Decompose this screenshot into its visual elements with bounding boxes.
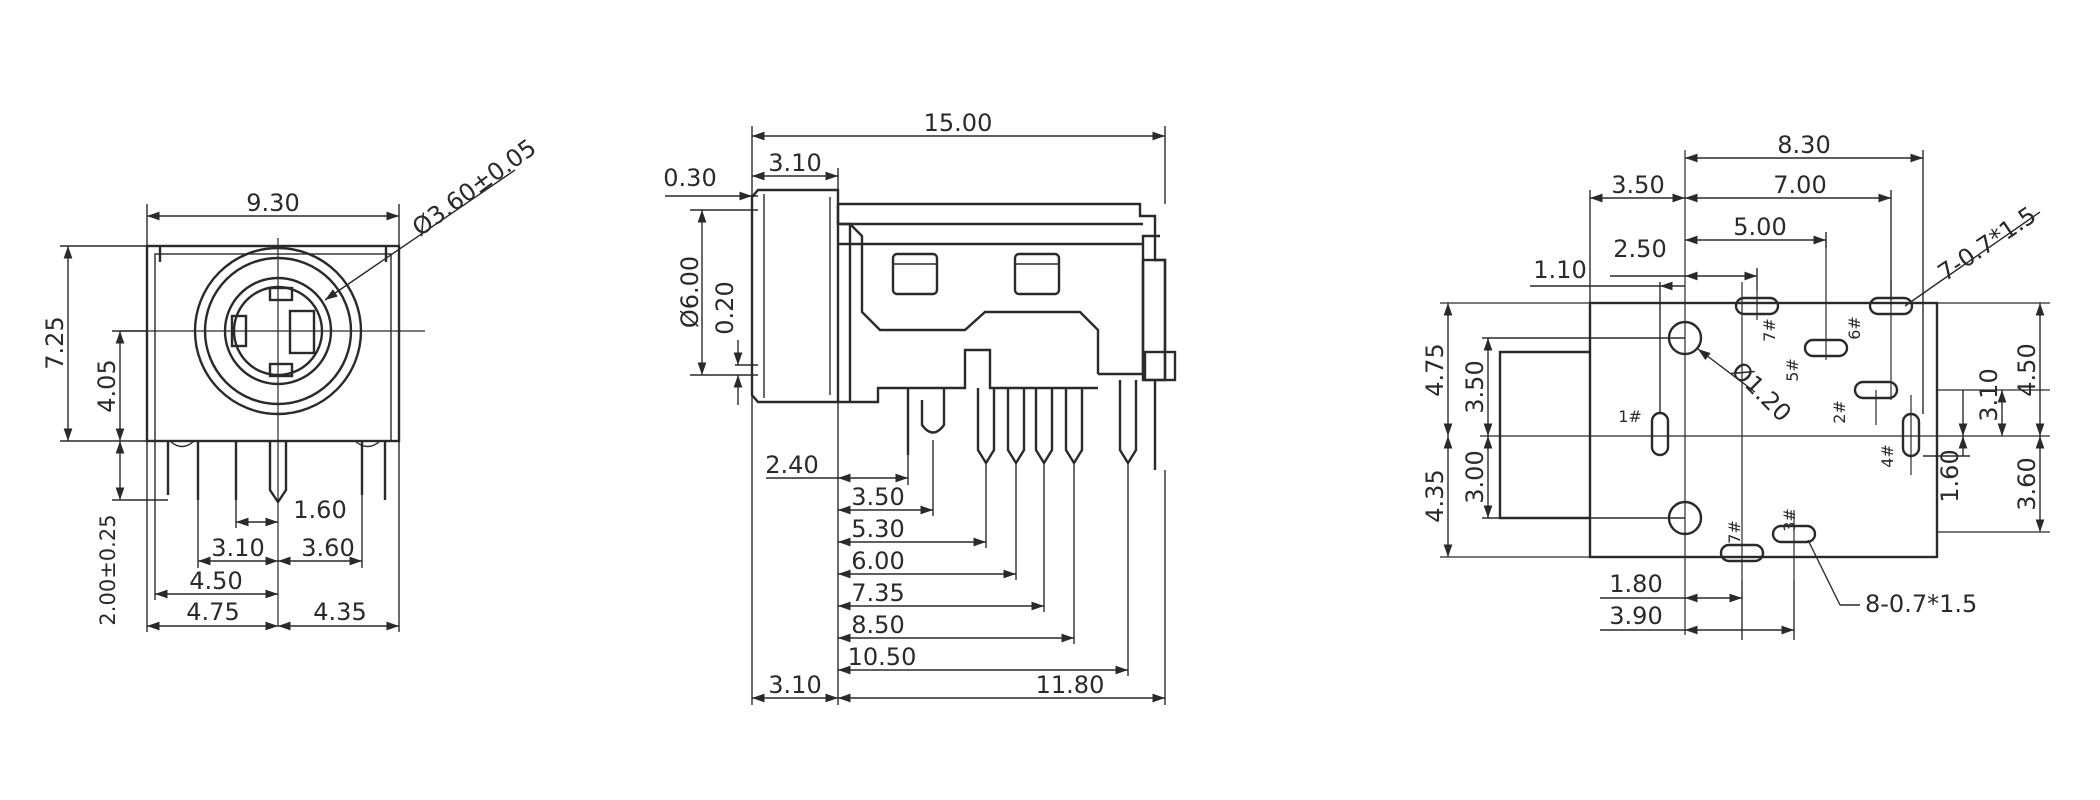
side-dia-600: Ø6.00 xyxy=(676,256,704,328)
pcb-dim-830: 8.30 xyxy=(1777,131,1830,159)
pcb-left-475: 4.75 xyxy=(1421,343,1449,396)
front-dim-450: 4.50 xyxy=(189,567,242,595)
side-barrel xyxy=(750,188,840,404)
pcb-outline xyxy=(1588,301,1939,559)
front-dim-360: 3.60 xyxy=(301,534,354,562)
slot-pin-1 xyxy=(1650,411,1670,457)
pin-label-1: 1# xyxy=(1618,407,1642,426)
front-hole-diameter-label: Ø3.60±0.05 xyxy=(407,133,541,241)
side-dim-600: 6.00 xyxy=(851,547,904,575)
front-pin-length-label: 2.00±0.25 xyxy=(96,514,120,625)
side-dim-310-top: 3.10 xyxy=(768,149,821,177)
pin-label-7b: 7# xyxy=(1725,520,1744,544)
pin-label-5: 5# xyxy=(1783,358,1802,382)
side-pins xyxy=(906,380,1157,470)
side-dim-530: 5.30 xyxy=(851,515,904,543)
front-height-label: 7.25 xyxy=(41,316,69,369)
pcb-left-435: 4.35 xyxy=(1421,469,1449,522)
pin-label-3: 3# xyxy=(1780,508,1799,532)
pcb-dim-500: 5.00 xyxy=(1733,213,1786,241)
side-dim-310-bottom: 3.10 xyxy=(768,671,821,699)
pcb-dim-180: 1.80 xyxy=(1609,570,1662,598)
side-dim-350: 3.50 xyxy=(851,483,904,511)
pin-label-7a: 7# xyxy=(1760,318,1779,342)
side-window-right xyxy=(1013,252,1061,296)
pcb-left-300: 3.00 xyxy=(1461,450,1489,503)
front-pins xyxy=(166,440,387,505)
pin-label-4: 4# xyxy=(1878,444,1897,468)
front-body-inner xyxy=(154,253,392,442)
side-dim-1180: 11.80 xyxy=(1036,671,1105,699)
pcb-layout-view: 1# 2# 3# 4# 5# 6# 7# 7# 8.30 3.50 7.00 5… xyxy=(1421,131,2050,640)
side-dim-850: 8.50 xyxy=(851,611,904,639)
pcb-dim-700: 7.00 xyxy=(1773,171,1826,199)
pcb-dim-350-top: 3.50 xyxy=(1611,171,1664,199)
front-dim-160: 1.60 xyxy=(293,496,346,524)
side-dim-240: 2.40 xyxy=(765,451,818,479)
front-center-height-label: 4.05 xyxy=(93,359,121,412)
front-dim-310: 3.10 xyxy=(211,534,264,562)
pcb-right-310: 3.10 xyxy=(1975,368,2003,421)
side-dim-030: 0.30 xyxy=(663,164,716,192)
pcb-left-350: 3.50 xyxy=(1461,360,1489,413)
front-dim-475: 4.75 xyxy=(186,598,239,626)
front-dim-435: 4.35 xyxy=(313,598,366,626)
pcb-right-360: 3.60 xyxy=(2013,457,2041,510)
side-length-label: 15.00 xyxy=(924,109,993,137)
inner-contact-right xyxy=(288,309,316,355)
pcb-slot-note-bottom: 8-0.7*1.5 xyxy=(1865,590,1977,618)
side-housing xyxy=(838,202,1167,380)
side-view: 15.00 3.10 0.30 Ø6.00 0.20 2.40 3.50 5.3… xyxy=(663,109,1177,705)
pcb-right-450: 4.50 xyxy=(2013,343,2041,396)
pcb-dim-110: 1.10 xyxy=(1533,256,1586,284)
pin-label-2: 2# xyxy=(1830,400,1849,424)
front-width-label: 9.30 xyxy=(246,189,299,217)
pcb-dim-250: 2.50 xyxy=(1613,235,1666,263)
side-dim-1050: 10.50 xyxy=(848,643,917,671)
pcb-slot-note-top: 7-0.7*1.5 xyxy=(1933,201,2042,287)
side-dim-020: 0.20 xyxy=(711,281,739,334)
pcb-dim-390: 3.90 xyxy=(1609,602,1662,630)
pcb-right-160: 1.60 xyxy=(1936,449,1964,502)
side-dim-735: 7.35 xyxy=(851,579,904,607)
front-view: 9.30 Ø3.60±0.05 7.25 4.05 2.00±0.25 1.60… xyxy=(41,133,542,632)
side-window-left xyxy=(891,252,939,296)
pin-label-6: 6# xyxy=(1845,316,1864,340)
